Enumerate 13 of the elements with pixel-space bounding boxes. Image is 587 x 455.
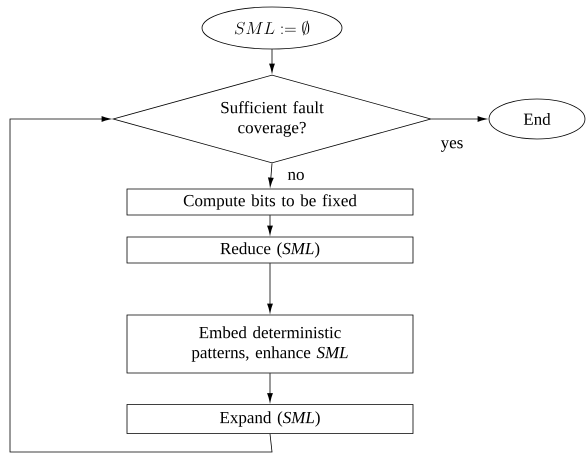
arrow bbox=[268, 162, 274, 187]
process-box: Reduce (SML) bbox=[126, 236, 414, 264]
arrow bbox=[431, 116, 487, 122]
arrow bbox=[267, 214, 273, 235]
arrow bbox=[269, 49, 275, 73]
arrow bbox=[267, 372, 273, 402]
arrow bbox=[10, 116, 272, 452]
process-box: Compute bits to be fixed bbox=[126, 188, 414, 216]
process-box: Expand (SML) bbox=[126, 404, 414, 434]
edge-label: no bbox=[286, 170, 306, 182]
arrow bbox=[267, 263, 273, 313]
edge-label: yes bbox=[440, 139, 464, 153]
process-box: Embed deterministic patterns, enhance SML bbox=[126, 314, 414, 374]
